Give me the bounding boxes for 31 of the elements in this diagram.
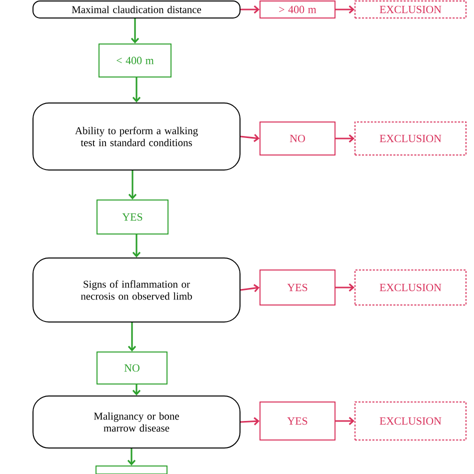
answer-box: YES	[260, 402, 336, 440]
arrow	[336, 416, 355, 426]
answer-box: YES	[260, 270, 336, 306]
empty-box	[96, 466, 168, 474]
arrow	[132, 384, 141, 396]
arrow	[240, 284, 260, 292]
answer-box: YES	[96, 200, 168, 234]
exclusion-box: EXCLUSION	[354, 270, 466, 306]
exclusion-box: EXCLUSION	[354, 0, 466, 18]
arrow	[336, 5, 355, 14]
arrow	[132, 234, 141, 258]
arrow	[336, 134, 355, 143]
rounded-decision-box: Ability to perform a walking test in standard conditions	[32, 102, 240, 170]
answer-box: > 400 m	[260, 0, 336, 18]
exclusion-box: EXCLUSION	[354, 402, 466, 440]
arrow	[128, 170, 137, 200]
arrow	[132, 78, 141, 102]
rounded-decision-box: Signs of inflammation or necrosis on observed limb	[32, 258, 240, 322]
arrow	[240, 134, 260, 142]
arrow	[127, 448, 136, 466]
answer-box: < 400 m	[98, 44, 172, 78]
answer-box: NO	[260, 122, 336, 156]
rounded-decision-box: Malignancy or bone marrow disease	[32, 396, 240, 448]
arrow	[130, 18, 140, 44]
exclusion-box: EXCLUSION	[354, 122, 466, 156]
arrow	[240, 417, 260, 426]
answer-box: NO	[96, 352, 168, 384]
arrow	[240, 5, 260, 14]
rounded-decision-box: Maximal claudication distance	[32, 0, 240, 18]
arrow	[128, 322, 136, 352]
arrow	[336, 283, 355, 292]
